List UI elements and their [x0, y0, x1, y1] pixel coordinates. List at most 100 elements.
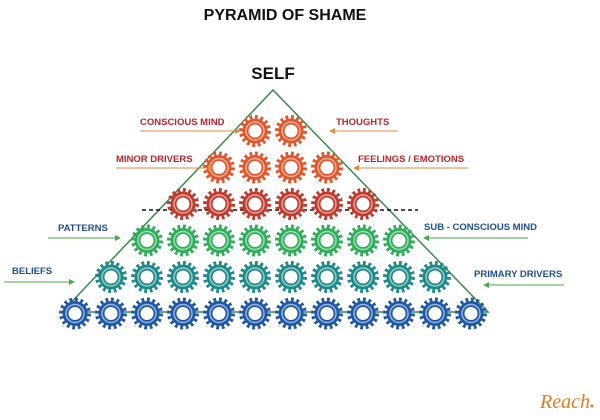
gear-icon [59, 297, 91, 330]
gear-icon [203, 261, 235, 293]
gear-hole [284, 234, 298, 247]
gear-ring [245, 267, 265, 287]
gear-ring [461, 303, 481, 324]
gear-hole [428, 270, 442, 284]
gear-hole [320, 197, 334, 211]
label-patterns: PATTERNS [58, 223, 108, 234]
gear-ring [245, 230, 265, 251]
gear-hole [320, 270, 334, 284]
gear-ring [317, 194, 337, 214]
gear-ring [137, 303, 157, 324]
gear-icon [167, 224, 199, 257]
gear-ring [389, 303, 409, 324]
gear-icon [203, 224, 235, 257]
gear-hole [248, 270, 262, 284]
gear-icon [131, 261, 163, 293]
gear-icon [239, 261, 271, 293]
gear-icon [311, 224, 343, 257]
gear-hole [248, 234, 262, 247]
label-sub-conscious-mind: SUB - CONSCIOUS MIND [424, 222, 537, 233]
gear-hole [392, 234, 406, 247]
gear-ring [209, 194, 229, 214]
gear-hole [392, 307, 406, 320]
gear-icon [311, 188, 343, 220]
gear-hole [212, 234, 226, 247]
gear-hole [356, 307, 370, 320]
gear-hole [284, 197, 298, 211]
gear-icon [347, 261, 379, 293]
gear-hole [212, 161, 226, 174]
label-conscious-mind: CONSCIOUS MIND [140, 117, 225, 128]
gear-ring [209, 303, 229, 324]
gear-ring [173, 267, 193, 287]
gear-icon [275, 261, 307, 293]
gear-icon [131, 224, 163, 257]
gear-hole [392, 270, 406, 284]
gear-icon [383, 224, 415, 257]
gear-ring [209, 230, 229, 251]
gear-icon [167, 261, 199, 293]
gear-icon [455, 297, 487, 330]
gear-hole [464, 307, 478, 320]
gear-ring [389, 230, 409, 251]
gear-hole [104, 270, 118, 284]
gear-ring [173, 194, 193, 214]
gear-icon [95, 297, 127, 330]
gear-hole [284, 307, 298, 320]
gear-ring [245, 194, 265, 214]
gear-ring [281, 230, 301, 251]
gear-hole [176, 307, 190, 320]
gear-ring [281, 267, 301, 287]
gear-hole [428, 307, 442, 320]
gear-ring [173, 303, 193, 324]
gear-ring [245, 157, 265, 178]
gear-hole [212, 197, 226, 211]
gear-ring [173, 230, 193, 251]
gear-icon [131, 297, 163, 330]
label-beliefs: BELIEFS [12, 266, 52, 277]
gear-icon [95, 261, 127, 293]
gear-icon [311, 297, 343, 330]
gear-ring [281, 157, 301, 178]
label-thoughts: THOUGHTS [336, 117, 389, 128]
gear-icon [311, 261, 343, 293]
gear-ring [281, 303, 301, 324]
gear-ring [353, 194, 373, 214]
gear-icon [311, 151, 343, 184]
gear-ring [137, 230, 157, 251]
reach-logo: Reach [539, 391, 594, 413]
gear-icon [167, 297, 199, 330]
gear-ring [353, 267, 373, 287]
gear-hole [212, 270, 226, 284]
gear-icon [275, 224, 307, 257]
label-minor-drivers: MINOR DRIVERS [116, 154, 193, 165]
gear-icon [239, 151, 271, 184]
gear-icon [239, 188, 271, 220]
gear-ring [353, 230, 373, 251]
gear-icon [347, 297, 379, 330]
gear-hole [212, 307, 226, 320]
gear-ring [317, 230, 337, 251]
gear-ring [281, 121, 301, 141]
gear-ring [137, 267, 157, 287]
gear-icon [347, 188, 379, 220]
gear-hole [284, 161, 298, 174]
gear-icon [203, 188, 235, 220]
gear-icon [275, 297, 307, 330]
gear-hole [176, 197, 190, 211]
gear-ring [317, 303, 337, 324]
gear-hole [248, 161, 262, 174]
label-feelings-emotions: FEELINGS / EMOTIONS [358, 154, 464, 165]
gear-hole [176, 234, 190, 247]
gear-hole [284, 124, 298, 138]
gear-ring [101, 303, 121, 324]
reach-logo-dot [590, 404, 594, 408]
gear-ring [209, 267, 229, 287]
label-primary-drivers: PRIMARY DRIVERS [474, 269, 562, 280]
gear-ring [101, 267, 121, 287]
diagram-title: PYRAMID OF SHAME [204, 7, 367, 24]
gear-hole [68, 307, 82, 320]
gear-icon [275, 115, 307, 147]
gear-ring [317, 267, 337, 287]
